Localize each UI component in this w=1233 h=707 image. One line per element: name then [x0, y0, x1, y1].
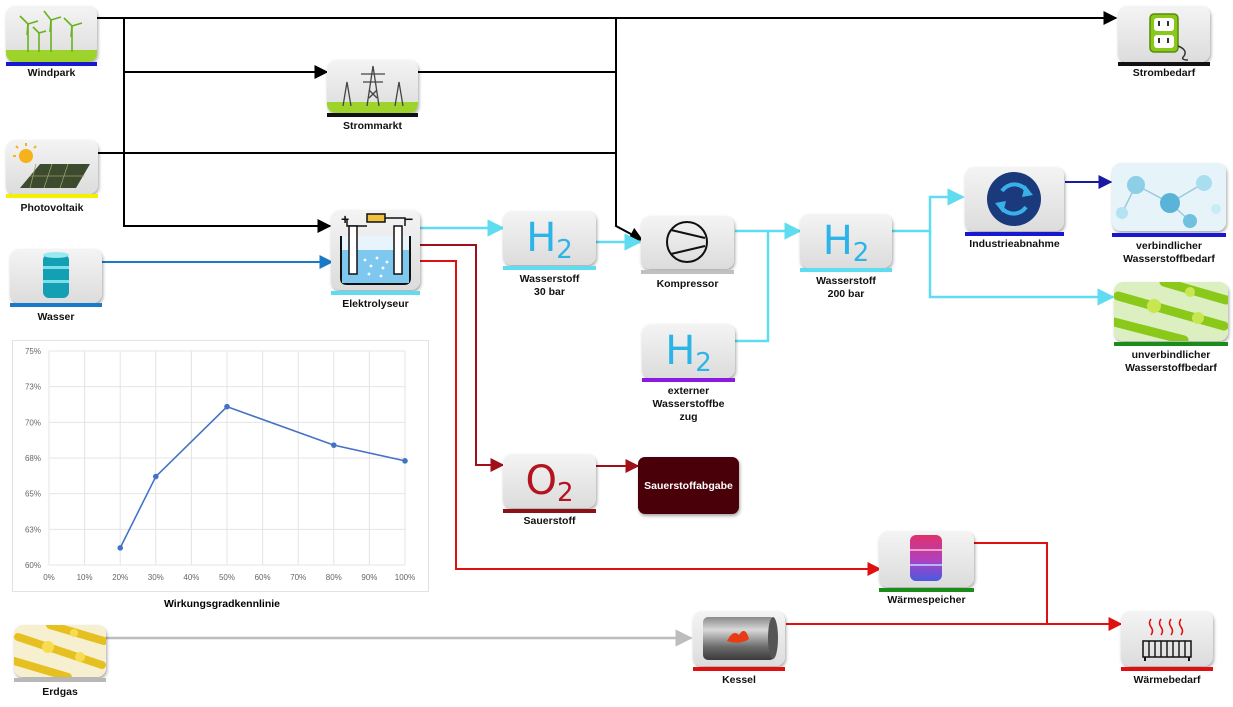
strommarkt-label: Strommarkt — [343, 120, 402, 132]
unverbindlicher-label-2: Wasserstoffbedarf — [1125, 362, 1217, 374]
power-pylon-icon[interactable] — [327, 60, 418, 113]
cycle-arrows-icon[interactable] — [965, 167, 1064, 231]
windpark-label: Windpark — [27, 67, 76, 79]
y-tick-label: 63% — [25, 525, 41, 534]
hydrogen-symbol[interactable]: H2 — [800, 214, 892, 268]
hydrogen-symbol[interactable]: H2 — [642, 324, 735, 378]
externer-label-1: externer — [667, 385, 710, 397]
sauerstoffabgabe-box[interactable]: Sauerstoffabgabe — [638, 457, 739, 514]
wire-h2-200-split — [892, 188, 965, 233]
boiler-icon[interactable] — [693, 611, 785, 666]
gas-pipeline-icon[interactable] — [14, 625, 106, 677]
waermespeicher-label: Wärmespeicher — [887, 594, 966, 606]
electrolyzer-icon[interactable]: + − — [331, 210, 420, 290]
photovoltaik-label: Photovoltaik — [20, 202, 84, 214]
wasserstoff200-label-2: 200 bar — [827, 288, 865, 300]
wasserstoff200-label-1: Wasserstoff — [816, 275, 876, 287]
x-tick-label: 50% — [219, 573, 235, 582]
y-tick-label: 70% — [25, 418, 41, 427]
y-tick-label: 75% — [25, 347, 41, 356]
y-tick-label: 60% — [25, 561, 41, 570]
externer-label-2: Wasserstoffbe — [652, 398, 725, 410]
wasser-label: Wasser — [37, 311, 75, 323]
molecule-icon[interactable] — [1112, 163, 1226, 231]
wire-external-h2 — [735, 231, 770, 343]
chart-title: Wirkungsgradkennlinie — [163, 598, 280, 610]
wire-to-unverbindlich — [928, 231, 1115, 306]
industrieabnahme-label: Industrieabnahme — [969, 238, 1060, 250]
x-tick-label: 0% — [43, 573, 55, 582]
x-tick-label: 90% — [361, 573, 377, 582]
compressor-icon[interactable] — [641, 216, 734, 269]
x-tick-label: 20% — [112, 573, 128, 582]
verbindlicher-label-2: Wasserstoffbedarf — [1123, 253, 1215, 265]
efficiency-data-point — [402, 458, 408, 464]
svg-text:−: − — [405, 211, 413, 227]
x-tick-label: 40% — [183, 573, 199, 582]
wasserstoff30-label-1: Wasserstoff — [519, 273, 580, 285]
x-tick-label: 30% — [148, 573, 164, 582]
wire-bus-kompressor — [615, 18, 644, 241]
externer-label-3: zug — [679, 411, 698, 423]
elektrolyseur-label: Elektrolyseur — [342, 298, 409, 310]
kompressor-label: Kompressor — [656, 278, 719, 290]
x-tick-label: 60% — [255, 573, 271, 582]
efficiency-data-point — [331, 442, 337, 448]
water-barrel-icon[interactable] — [10, 249, 102, 303]
erdgas-label: Erdgas — [42, 686, 78, 698]
strombedarf-label: Strombedarf — [1132, 67, 1196, 79]
wire-elektrolyseur-waermespeicher — [420, 260, 882, 576]
wind-turbines-icon[interactable] — [6, 6, 97, 62]
wire-waermespeicher-bedarf — [974, 542, 1048, 624]
efficiency-data-point — [117, 545, 123, 551]
x-tick-label: 80% — [326, 573, 342, 582]
solar-panel-icon[interactable] — [6, 140, 98, 194]
hydrogen-symbol[interactable]: H2 — [503, 211, 596, 265]
wire-windpark-bus — [123, 18, 332, 233]
sauerstoff-label: Sauerstoff — [523, 515, 576, 527]
efficiency-chart: 0% 10% 20% 30% 40% 50% 60% 70% 80% 90% 100% 60% 63% 6… — [25, 347, 415, 582]
unverbindlicher-label-1: unverbindlicher — [1131, 349, 1211, 361]
verbindlicher-label-1: verbindlicher — [1136, 240, 1202, 252]
y-tick-label: 73% — [25, 383, 41, 392]
efficiency-data-point — [153, 473, 159, 480]
y-tick-label: 68% — [25, 454, 41, 463]
power-socket-icon[interactable] — [1118, 6, 1210, 62]
wire-elektrolyseur-o2 — [420, 244, 505, 472]
y-tick-label: 65% — [25, 490, 41, 499]
efficiency-data-point — [224, 403, 230, 410]
x-tick-label: 100% — [395, 573, 415, 582]
oxygen-symbol[interactable]: O2 — [503, 454, 596, 508]
wasserstoff30-label-2: 30 bar — [534, 286, 565, 298]
efficiency-chart-panel: 0% 10% 20% 30% 40% 50% 60% 70% 80% 90% 100% 60% 63% 6… — [12, 340, 429, 592]
pipeline-icon[interactable] — [1114, 282, 1228, 341]
radiator-icon[interactable] — [1121, 611, 1213, 666]
x-tick-label: 10% — [77, 573, 93, 582]
svg-text:+: + — [341, 211, 349, 227]
x-tick-label: 70% — [290, 573, 306, 582]
waermebedarf-label: Wärmebedarf — [1133, 674, 1201, 686]
heat-storage-icon[interactable] — [879, 531, 974, 587]
kessel-label: Kessel — [722, 674, 756, 686]
